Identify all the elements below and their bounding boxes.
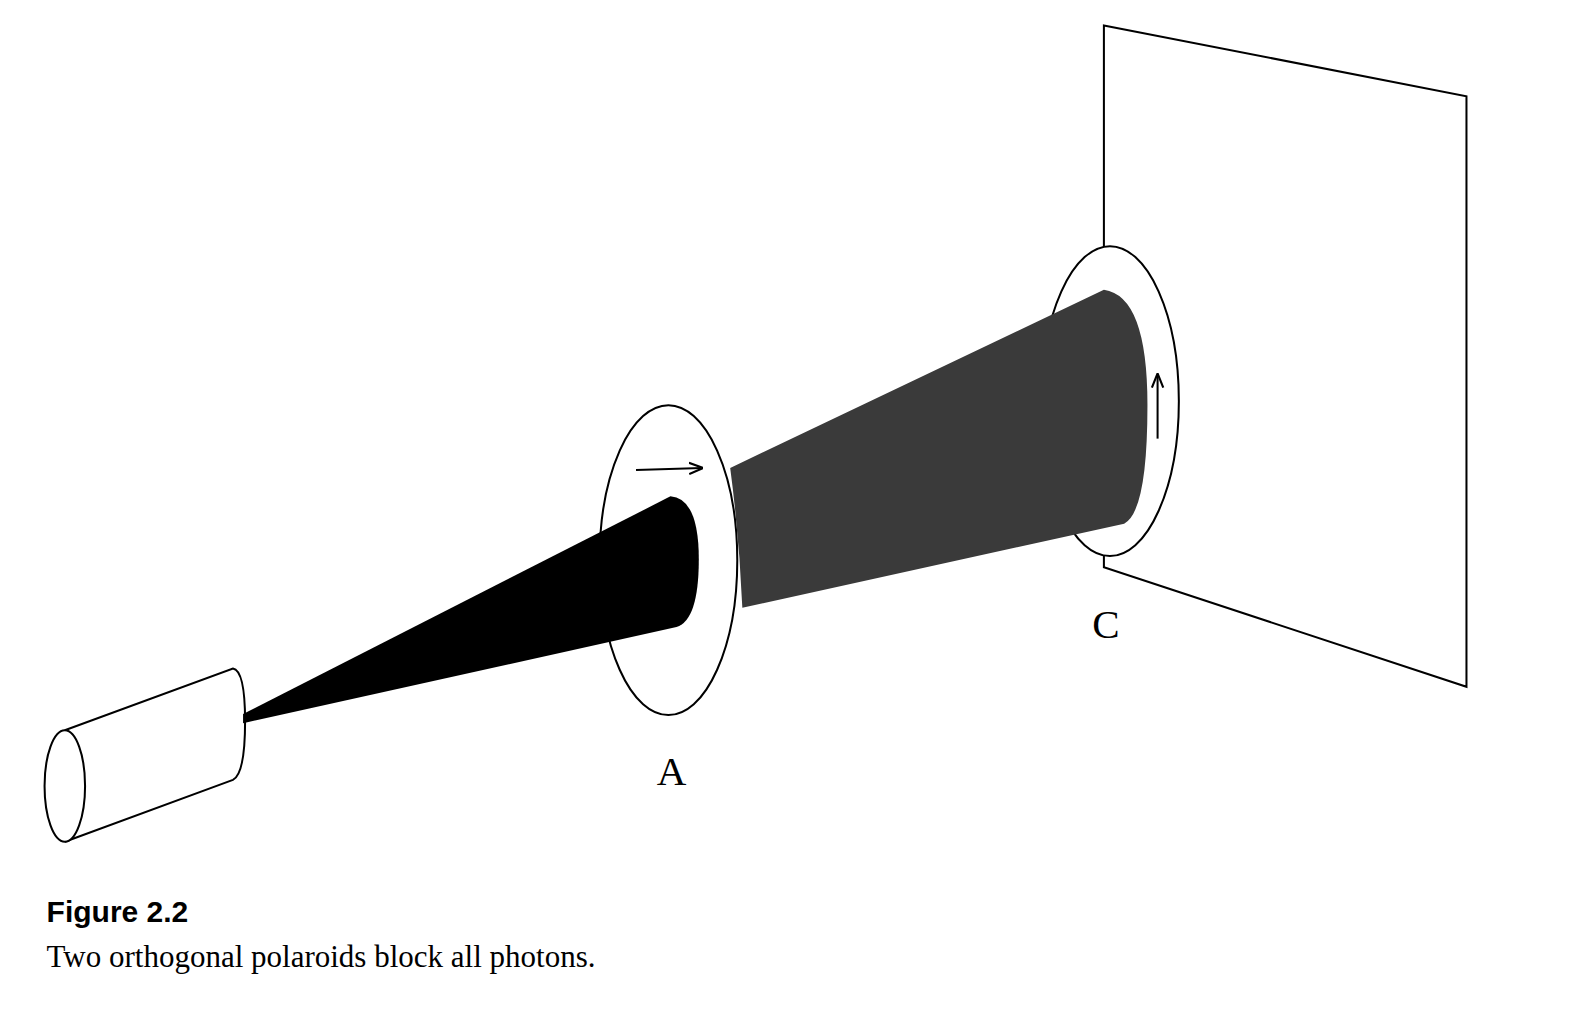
polarization-arrow: [636, 468, 702, 470]
unpolarized-beam: [243, 496, 699, 723]
figure-caption: Two orthogonal polaroids block all photo…: [47, 940, 596, 974]
flashlight: [45, 669, 246, 842]
figure-number: Figure 2.2: [47, 895, 189, 928]
part-label: A: [657, 749, 687, 794]
polarized-beam: [730, 290, 1147, 608]
part-label: C: [1092, 602, 1119, 647]
polarization-arrow: [1157, 375, 1159, 439]
